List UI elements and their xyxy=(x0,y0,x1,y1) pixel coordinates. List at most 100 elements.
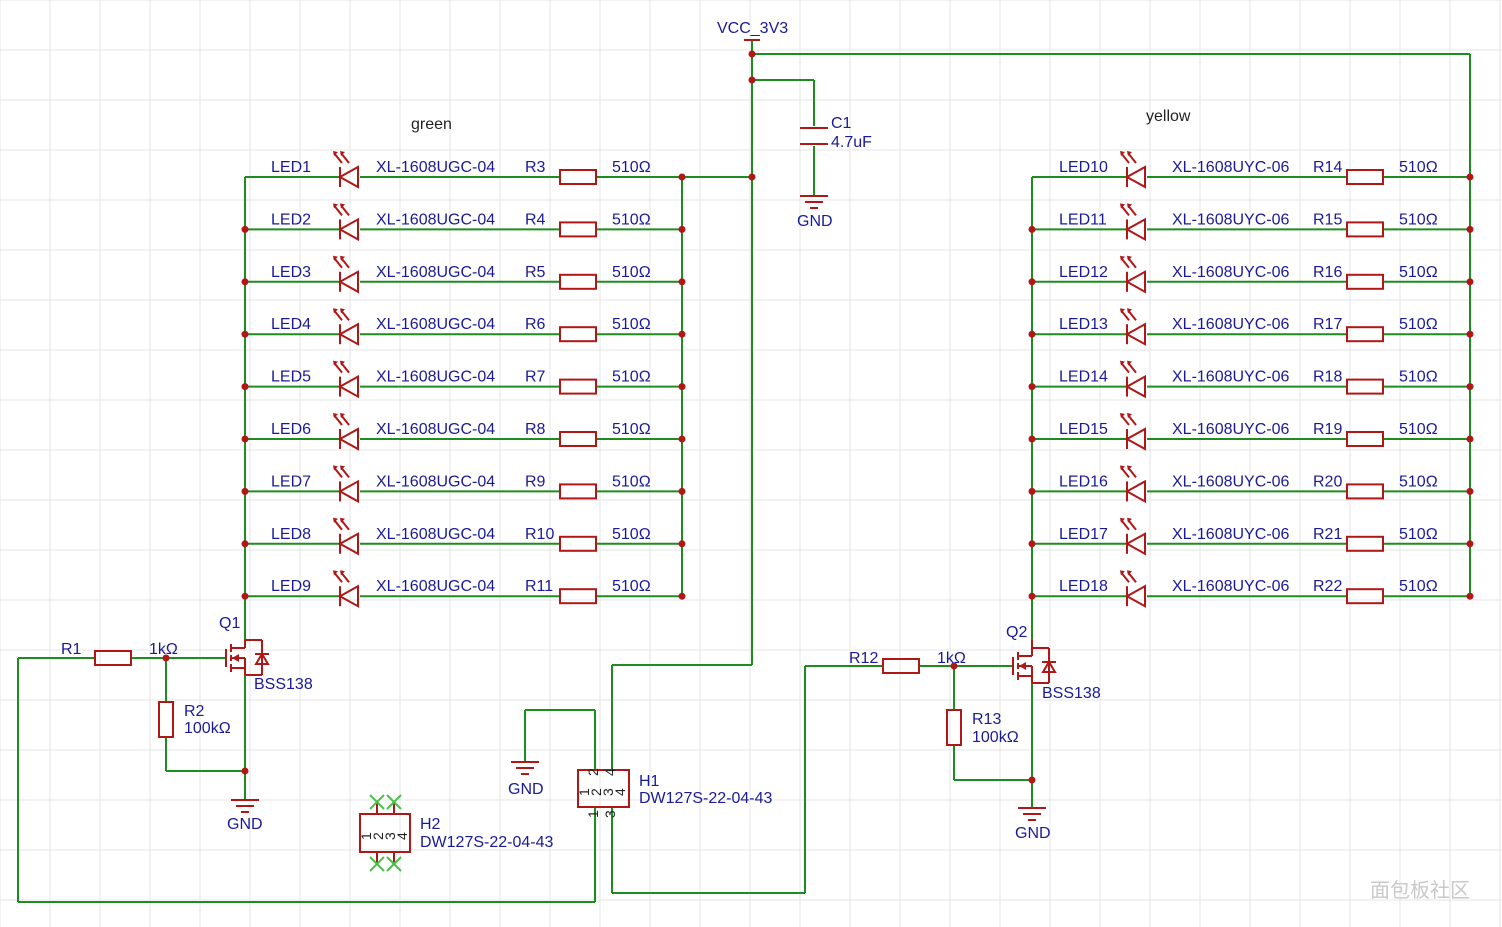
resistor-ref: R17 xyxy=(1313,316,1342,333)
resistor-value: 510Ω xyxy=(1399,473,1438,490)
led-part-number: XL-1608UGC-04 xyxy=(376,211,495,228)
resistor-value: 510Ω xyxy=(1399,421,1438,438)
resistor-ref: R6 xyxy=(525,316,546,333)
resistor-value: 510Ω xyxy=(1399,578,1438,595)
resistor-value: 510Ω xyxy=(612,211,651,228)
led-ref: LED15 xyxy=(1059,421,1108,438)
no-connect-icon xyxy=(369,794,402,872)
resistor-ref: R5 xyxy=(525,264,546,281)
resistor-ref: R10 xyxy=(525,526,554,543)
resistor-ref: R18 xyxy=(1313,369,1342,386)
led-ref: LED13 xyxy=(1059,316,1108,333)
led-part-number: XL-1608UYC-06 xyxy=(1172,159,1290,176)
gnd-label: GND xyxy=(508,781,544,798)
resistor-icon xyxy=(559,221,597,238)
h2-pin-3: 3 xyxy=(382,832,398,840)
led-ref: LED2 xyxy=(271,211,311,228)
r13-value: 100kΩ xyxy=(972,729,1019,746)
led-icon xyxy=(1120,517,1146,556)
led-icon xyxy=(333,517,359,556)
mosfet-q2 xyxy=(1012,640,1057,684)
resistor-value: 510Ω xyxy=(612,264,651,281)
led-ref: LED3 xyxy=(271,264,311,281)
resistor-r12 xyxy=(882,658,920,674)
led-icon xyxy=(333,151,359,189)
led-part-number: XL-1608UGC-04 xyxy=(376,159,495,176)
resistor-ref: R3 xyxy=(525,159,546,176)
resistor-value: 510Ω xyxy=(612,578,651,595)
q1-ref: Q1 xyxy=(219,615,240,632)
h1-pin-2: 2 xyxy=(585,768,601,776)
resistor-value: 510Ω xyxy=(612,473,651,490)
resistor-icon xyxy=(1346,378,1384,395)
gnd-icon xyxy=(231,799,259,813)
h1-ref: H1 xyxy=(639,773,660,790)
resistor-icon xyxy=(1346,326,1384,343)
led-ref: LED9 xyxy=(271,578,311,595)
gnd-label: GND xyxy=(1015,825,1051,842)
junctions xyxy=(162,50,1036,784)
led-icon xyxy=(1120,413,1146,451)
resistor-value: 510Ω xyxy=(612,369,651,386)
resistor-ref: R21 xyxy=(1313,526,1342,543)
gnd-label: GND xyxy=(797,213,833,230)
led-ref: LED14 xyxy=(1059,369,1108,386)
resistor-value: 510Ω xyxy=(1399,526,1438,543)
resistor-r1 xyxy=(94,650,132,666)
resistor-icon xyxy=(1346,221,1384,238)
h1-pin-1: 1 xyxy=(576,788,592,796)
led-part-number: XL-1608UYC-06 xyxy=(1172,316,1290,333)
led-icon xyxy=(333,308,359,346)
green-bank-note: green xyxy=(411,116,452,133)
r13-ref: R13 xyxy=(972,711,1001,728)
q2-value: BSS138 xyxy=(1042,685,1101,702)
resistor-icon xyxy=(559,535,597,552)
resistor-icon xyxy=(559,273,597,290)
led-part-number: XL-1608UYC-06 xyxy=(1172,211,1290,228)
h1-pin-4: 4 xyxy=(602,768,618,776)
watermark: 面包板社区 xyxy=(1370,878,1470,902)
resistor-ref: R15 xyxy=(1313,211,1342,228)
led-ref: LED17 xyxy=(1059,526,1108,543)
q1-value: BSS138 xyxy=(254,676,313,693)
led-icon xyxy=(1120,570,1146,608)
led-part-number: XL-1608UGC-04 xyxy=(376,578,495,595)
vcc-label: VCC_3V3 xyxy=(717,20,788,37)
resistor-icon xyxy=(1346,588,1384,605)
led-icon xyxy=(333,413,359,451)
resistor-value: 510Ω xyxy=(1399,211,1438,228)
led-part-number: XL-1608UGC-04 xyxy=(376,421,495,438)
resistor-r2 xyxy=(158,701,174,738)
gnd-icon xyxy=(511,761,539,775)
h1-pin-1b: 1 xyxy=(585,810,601,818)
led-part-number: XL-1608UYC-06 xyxy=(1172,264,1290,281)
led-icon xyxy=(1120,255,1146,294)
resistor-icon xyxy=(559,326,597,343)
led-part-number: XL-1608UYC-06 xyxy=(1172,369,1290,386)
r12-value: 1kΩ xyxy=(937,650,966,667)
led-part-number: XL-1608UYC-06 xyxy=(1172,473,1290,490)
resistor-icon xyxy=(559,169,597,185)
resistor-ref: R19 xyxy=(1313,421,1342,438)
led-icon xyxy=(1120,151,1146,189)
led-ref: LED6 xyxy=(271,421,311,438)
h1-pin-3b: 3 xyxy=(602,810,618,818)
led-ref: LED8 xyxy=(271,526,311,543)
resistor-value: 510Ω xyxy=(612,159,651,176)
resistor-icon xyxy=(559,431,597,447)
r12-ref: R12 xyxy=(849,650,878,667)
resistor-value: 510Ω xyxy=(612,526,651,543)
connector-h2 xyxy=(359,794,411,872)
r2-value: 100kΩ xyxy=(184,720,231,737)
labels: green yellow VCC_3V3 C1 4.7uF GND GND GN… xyxy=(61,20,1470,902)
c1-value: 4.7uF xyxy=(831,134,872,151)
